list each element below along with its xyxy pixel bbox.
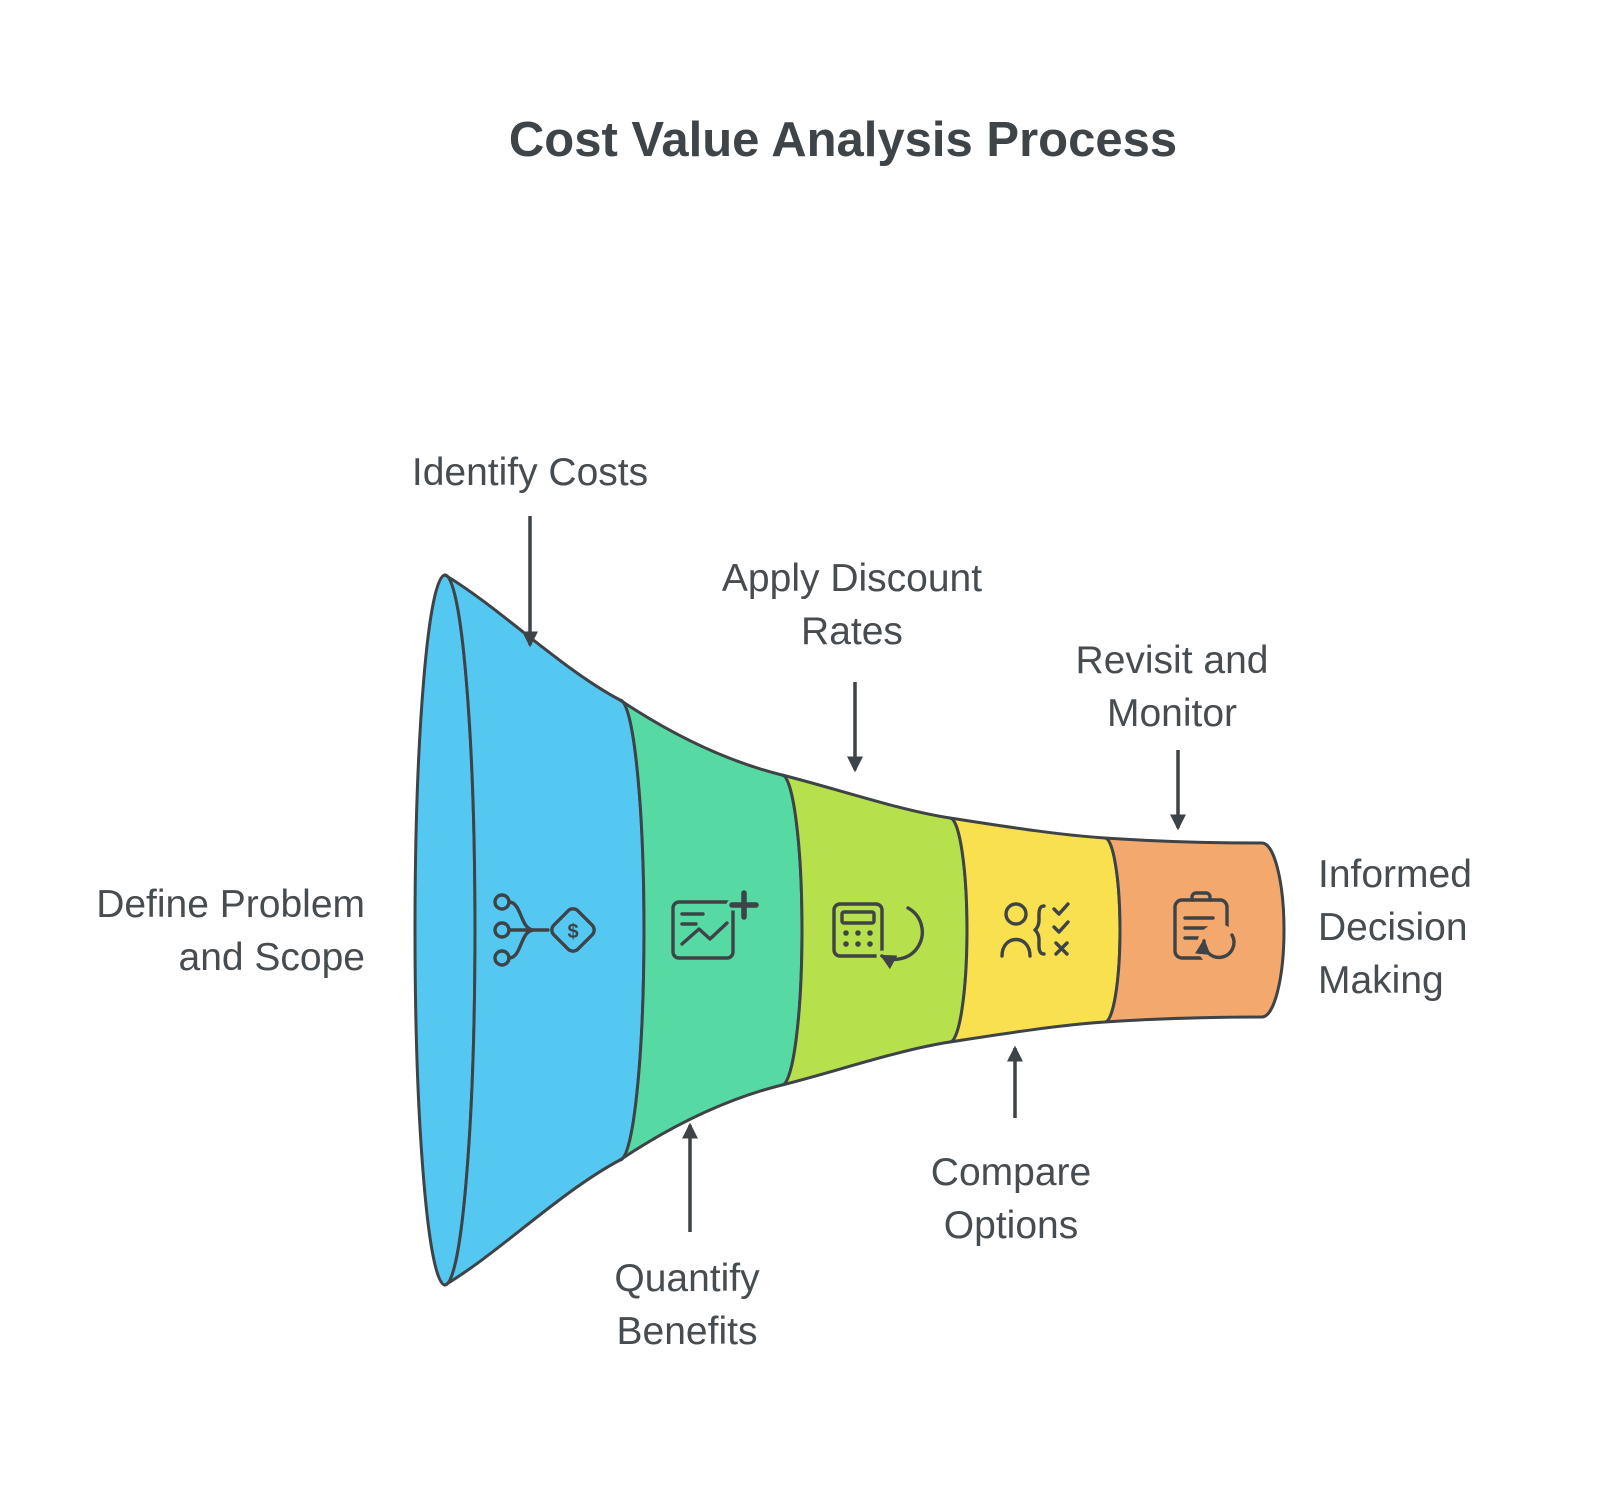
funnel-segment-revisit-and-monitor (1103, 836, 1286, 1024)
chart-plus-icon (671, 887, 762, 960)
person-checklist-icon (1000, 902, 1070, 958)
dollar-glyph: $ (567, 921, 578, 943)
clipboard-sync-icon (1173, 891, 1239, 966)
funnel-segment-quantify-benefits (618, 698, 804, 1162)
label-apply-discount-rates: Apply Discount Rates (721, 557, 983, 653)
label-compare-options: Compare Options (930, 1151, 1092, 1247)
label-define-problem-and-scope: Define Problem and Scope (96, 883, 365, 979)
label-quantify-benefits: Quantify Benefits (614, 1257, 760, 1353)
label-revisit-and-monitor: Revisit and Monitor (1075, 639, 1269, 735)
label-informed-decision-making: Informed Decision Making (1318, 853, 1472, 1002)
funnel-segment-apply-discount-rates (780, 773, 969, 1087)
calculator-refresh-icon (832, 902, 928, 970)
label-identify-costs: Identify Costs (411, 451, 649, 494)
page-title: Cost Value Analysis Process (508, 113, 1178, 167)
hierarchy-price-tag-icon: $ (493, 893, 596, 967)
